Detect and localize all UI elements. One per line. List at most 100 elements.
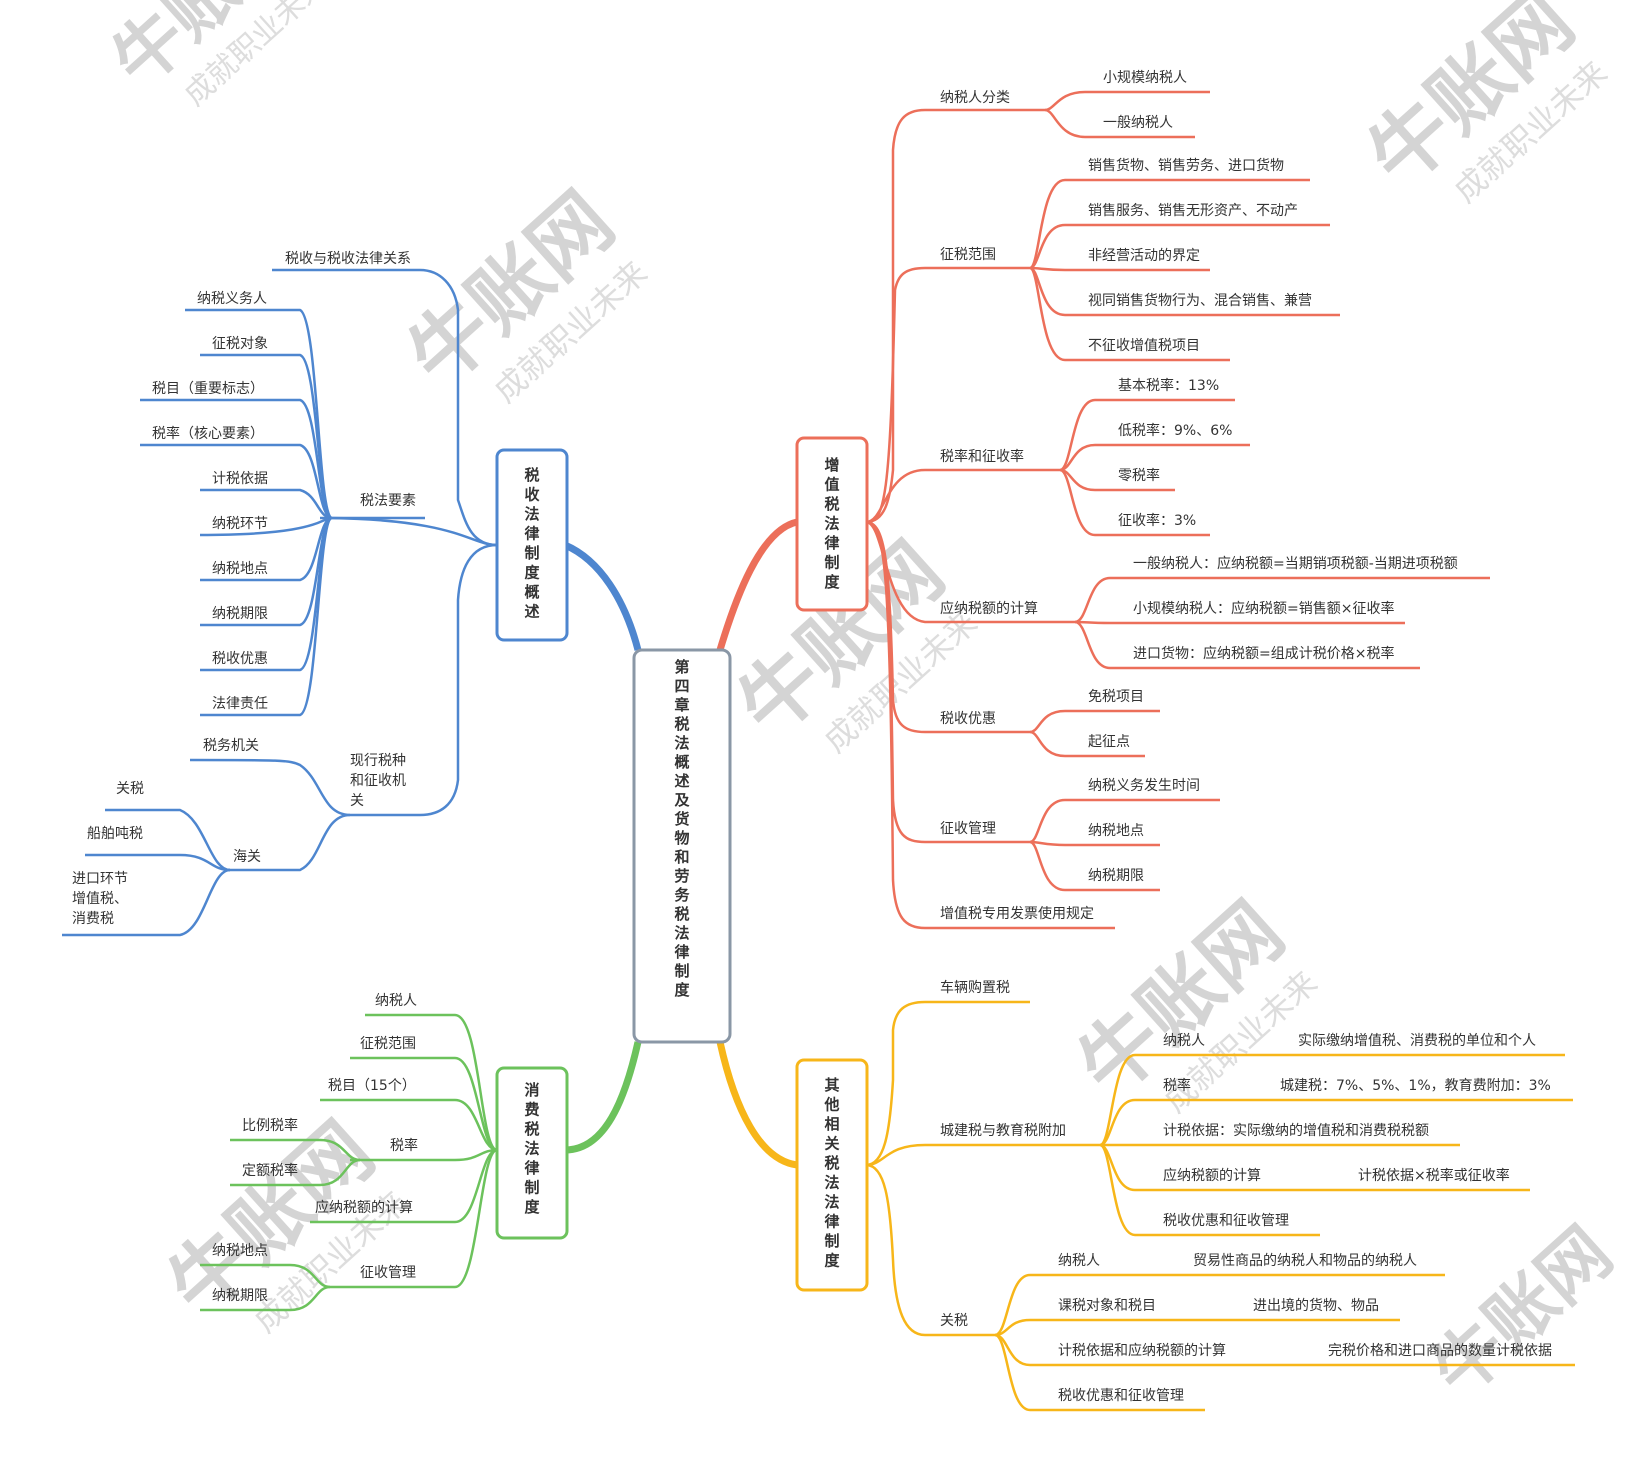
node-tax-relation[interactable]: 税收与税收法律关系 (285, 251, 411, 267)
node-vat-calc-item[interactable]: 一般纳税人：应纳税额=当期销项税额-当期进项税额 (1133, 555, 1458, 572)
node-vat-pref-item[interactable]: 免税项目 (1088, 689, 1144, 705)
connector (200, 488, 333, 520)
node-vat-calc[interactable]: 应纳税额的计算 (940, 600, 1038, 617)
node-ct-admin-item[interactable]: 纳税地点 (212, 1243, 268, 1259)
node-element-item[interactable]: 计税依据 (212, 471, 268, 487)
connector (272, 268, 498, 547)
node-current-taxes-line[interactable]: 和征收机 (350, 773, 406, 789)
node-duty-calc-value[interactable]: 完税价格和进口商品的数量计税依据 (1328, 1343, 1552, 1359)
node-vat-pref[interactable]: 税收优惠 (940, 711, 996, 727)
node-urban-taxpayer-value[interactable]: 实际缴纳增值税、消费税的单位和个人 (1298, 1033, 1536, 1049)
node-ct-admin[interactable]: 征收管理 (360, 1265, 416, 1281)
node-ct-rate[interactable]: 税率 (390, 1137, 418, 1154)
node-vat-scope-item[interactable]: 销售服务、销售无形资产、不动产 (1088, 203, 1298, 219)
node-vat-admin-item[interactable]: 纳税义务发生时间 (1088, 778, 1200, 794)
node-element-item[interactable]: 法律责任 (212, 696, 268, 712)
node-duty-object-value[interactable]: 进出境的货物、物品 (1253, 1297, 1379, 1314)
node-element-item[interactable]: 税目（重要标志） (152, 381, 264, 397)
node-current-taxes-line[interactable]: 关 (350, 793, 364, 809)
node-duty-pref[interactable]: 税收优惠和征收管理 (1058, 1388, 1184, 1404)
node-element-item[interactable]: 纳税义务人 (197, 291, 267, 307)
node-customs-duty[interactable]: 关税 (940, 1313, 968, 1329)
node-vat-pref-item[interactable]: 起征点 (1088, 734, 1130, 750)
node-urban-tax[interactable]: 城建税与教育税附加 (940, 1123, 1066, 1139)
node-element-item[interactable]: 税率（核心要素） (152, 425, 264, 442)
node-urban-calc-value[interactable]: 计税依据×税率或征收率 (1358, 1167, 1510, 1184)
node-current-taxes-line[interactable]: 现行税种 (350, 753, 406, 769)
node-customs-item[interactable]: 船舶吨税 (87, 826, 143, 842)
connector (1099, 1143, 1320, 1237)
connector (200, 1285, 331, 1312)
node-element-item[interactable]: 纳税环节 (212, 516, 268, 532)
node-tax-elements[interactable]: 税法要素 (360, 493, 416, 509)
vat-node-box[interactable] (795, 436, 869, 612)
node-import-line[interactable]: 消费税 (72, 911, 114, 927)
connector (85, 853, 231, 872)
node-vat-admin-item[interactable]: 纳税期限 (1088, 868, 1144, 884)
node-customs-item[interactable]: 关税 (116, 781, 144, 797)
node-element-item[interactable]: 纳税期限 (212, 606, 268, 622)
node-ct-rate-item[interactable]: 定额税率 (242, 1162, 298, 1179)
consumption-labels: 纳税人 征税范围 税目（15个） 税率 比例税率 定额税率 应纳税额的计算 征收… (212, 993, 418, 1304)
node-vat-taxpayer[interactable]: 纳税人分类 (940, 90, 1010, 106)
node-vat-scope-item[interactable]: 非经营活动的界定 (1088, 248, 1200, 264)
node-urban-pref[interactable]: 税收优惠和征收管理 (1163, 1213, 1289, 1229)
node-ct-rate-item[interactable]: 比例税率 (242, 1117, 298, 1134)
other-node-box[interactable] (795, 1058, 869, 1292)
connector (200, 516, 334, 717)
node-vat-scope[interactable]: 征税范围 (940, 246, 996, 263)
node-customs[interactable]: 海关 (233, 849, 261, 865)
node-urban-rate-value[interactable]: 城建税：7%、5%、1%，教育费附加：3% (1280, 1078, 1551, 1094)
node-vat-taxpayer-item[interactable]: 一般纳税人 (1103, 115, 1173, 131)
node-ct-items[interactable]: 税目（15个） (328, 1078, 416, 1094)
connector-thick (564, 1041, 642, 1154)
node-vat-admin[interactable]: 征收管理 (940, 821, 996, 837)
node-duty-taxpayer-value[interactable]: 贸易性商品的纳税人和物品的纳税人 (1193, 1253, 1417, 1269)
connector (865, 1000, 1030, 1167)
connector-thick (716, 1041, 798, 1169)
node-tax-bureau[interactable]: 税务机关 (203, 738, 259, 754)
connector (994, 1273, 1445, 1337)
node-vat-invoice[interactable]: 增值税专用发票使用规定 (940, 905, 1094, 922)
node-urban-basis[interactable]: 计税依据：实际缴纳的增值税和消费税税额 (1163, 1123, 1429, 1139)
node-vat-rate-item[interactable]: 低税率：9%、6% (1118, 422, 1232, 439)
connector (994, 1318, 1400, 1337)
node-ct-taxpayer[interactable]: 纳税人 (375, 993, 417, 1009)
connector (865, 1143, 1100, 1167)
node-ct-scope[interactable]: 征税范围 (360, 1035, 416, 1052)
node-duty-taxpayer[interactable]: 纳税人 (1058, 1253, 1100, 1269)
node-duty-calc[interactable]: 计税依据和应纳税额的计算 (1058, 1342, 1226, 1359)
node-vat-admin-item[interactable]: 纳税地点 (1088, 823, 1144, 839)
connector (1029, 730, 1145, 758)
connector (140, 398, 333, 520)
node-duty-object[interactable]: 课税对象和税目 (1058, 1298, 1156, 1314)
node-vat-calc-item[interactable]: 进口货物：应纳税额=组成计税价格×税率 (1133, 645, 1394, 662)
center-node-box[interactable] (632, 648, 732, 1044)
node-vehicle-tax[interactable]: 车辆购置税 (940, 979, 1010, 996)
node-vat-scope-item[interactable]: 销售货物、销售劳务、进口货物 (1088, 157, 1284, 174)
node-vat-scope-item[interactable]: 视同销售货物行为、混合销售、兼营 (1088, 292, 1312, 309)
node-element-item[interactable]: 纳税地点 (212, 561, 268, 577)
consumption-node-box[interactable] (495, 1066, 569, 1240)
tax-overview-node-box[interactable] (495, 448, 569, 642)
node-urban-rate[interactable]: 税率 (1163, 1077, 1191, 1094)
connector (1074, 620, 1420, 670)
node-vat-rates[interactable]: 税率和征收率 (940, 448, 1024, 465)
center-node-label: 第四章税法概述及货物和劳务税法律制度 (673, 658, 690, 999)
node-urban-calc[interactable]: 应纳税额的计算 (1163, 1167, 1261, 1184)
node-vat-calc-item[interactable]: 小规模纳税人：应纳税额=销售额×征收率 (1133, 600, 1394, 617)
node-import-line[interactable]: 增值税、 (72, 891, 128, 907)
node-ct-calc[interactable]: 应纳税额的计算 (315, 1199, 413, 1216)
node-vat-rate-item[interactable]: 零税率 (1118, 467, 1160, 484)
node-vat-rate-item[interactable]: 基本税率：13% (1118, 377, 1219, 394)
node-import-line[interactable]: 进口环节 (72, 871, 128, 887)
node-urban-taxpayer[interactable]: 纳税人 (1163, 1033, 1205, 1049)
node-ct-admin-item[interactable]: 纳税期限 (212, 1288, 268, 1304)
connector (865, 1163, 995, 1337)
node-vat-taxpayer-item[interactable]: 小规模纳税人 (1103, 70, 1187, 86)
node-vat-rate-item[interactable]: 征收率：3% (1118, 512, 1196, 529)
node-element-item[interactable]: 税收优惠 (212, 651, 268, 667)
vat-node-label: 增值税法律制度 (823, 456, 840, 591)
node-vat-scope-item[interactable]: 不征收增值税项目 (1088, 338, 1200, 354)
node-element-item[interactable]: 征税对象 (212, 336, 268, 352)
